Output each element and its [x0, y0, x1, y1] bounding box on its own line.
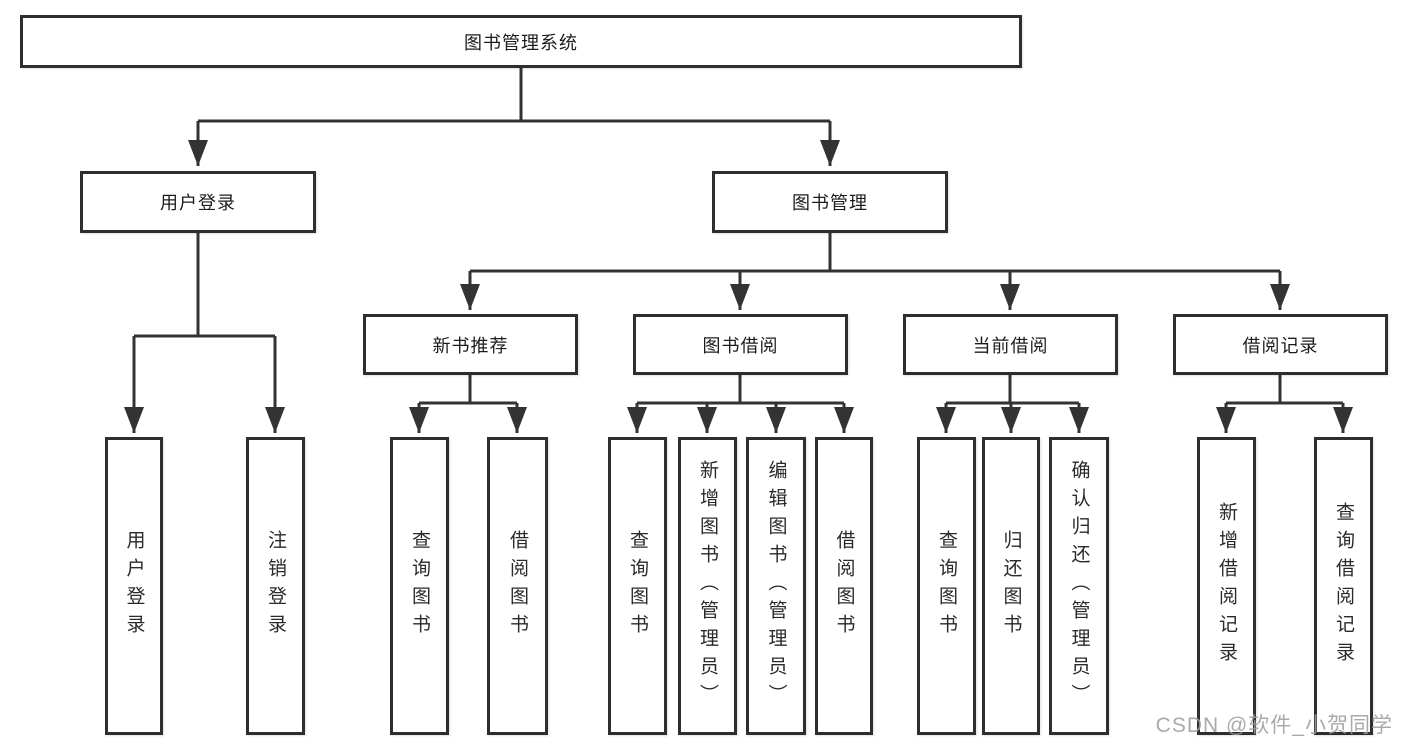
leaf-confirm-return-admin: 确认归还（管理员）	[1049, 437, 1109, 735]
node-book-borrow: 图书借阅	[633, 314, 848, 375]
leaf-query-books-label: 查询图书	[936, 530, 957, 642]
node-new-book-recommend: 新书推荐	[363, 314, 578, 375]
leaf-return-books: 归还图书	[982, 437, 1040, 735]
leaf-query-borrow-record-label: 查询借阅记录	[1333, 502, 1354, 670]
leaf-edit-books-admin: 编辑图书（管理员）	[746, 437, 806, 735]
csdn-watermark: CSDN @软件_小贺同学	[1155, 714, 1393, 737]
node-book-management: 图书管理	[712, 171, 948, 233]
leaf-add-books-admin-label: 新增图书（管理员）	[697, 460, 718, 712]
leaf-return-books-label: 归还图书	[1000, 530, 1022, 642]
leaf-logout: 注销登录	[246, 437, 305, 735]
leaf-edit-books-admin-label: 编辑图书（管理员）	[765, 460, 787, 712]
leaf-query-borrow-record: 查询借阅记录	[1314, 437, 1373, 735]
leaf-query-books-label: 查询图书	[627, 530, 648, 642]
leaf-query-books: 查询图书	[917, 437, 976, 735]
leaf-add-books-admin: 新增图书（管理员）	[678, 437, 737, 735]
leaf-user-login-label: 用户登录	[123, 530, 145, 642]
node-borrow-records: 借阅记录	[1173, 314, 1388, 375]
leaf-user-login: 用户登录	[105, 437, 163, 735]
leaf-query-books: 查询图书	[390, 437, 449, 735]
leaf-add-borrow-record: 新增借阅记录	[1197, 437, 1256, 735]
node-library-management-system: 图书管理系统	[20, 15, 1022, 68]
leaf-borrow-books-label: 借阅图书	[507, 530, 528, 642]
leaf-query-books-label: 查询图书	[409, 530, 430, 642]
leaf-borrow-books-label: 借阅图书	[833, 530, 855, 642]
leaf-add-borrow-record-label: 新增借阅记录	[1216, 502, 1237, 670]
leaf-query-books: 查询图书	[608, 437, 667, 735]
leaf-confirm-return-admin-label: 确认归还（管理员）	[1068, 460, 1090, 712]
leaf-borrow-books: 借阅图书	[815, 437, 873, 735]
node-user-login: 用户登录	[80, 171, 316, 233]
leaf-borrow-books: 借阅图书	[487, 437, 548, 735]
leaf-logout-label: 注销登录	[265, 530, 286, 642]
node-current-borrow: 当前借阅	[903, 314, 1118, 375]
